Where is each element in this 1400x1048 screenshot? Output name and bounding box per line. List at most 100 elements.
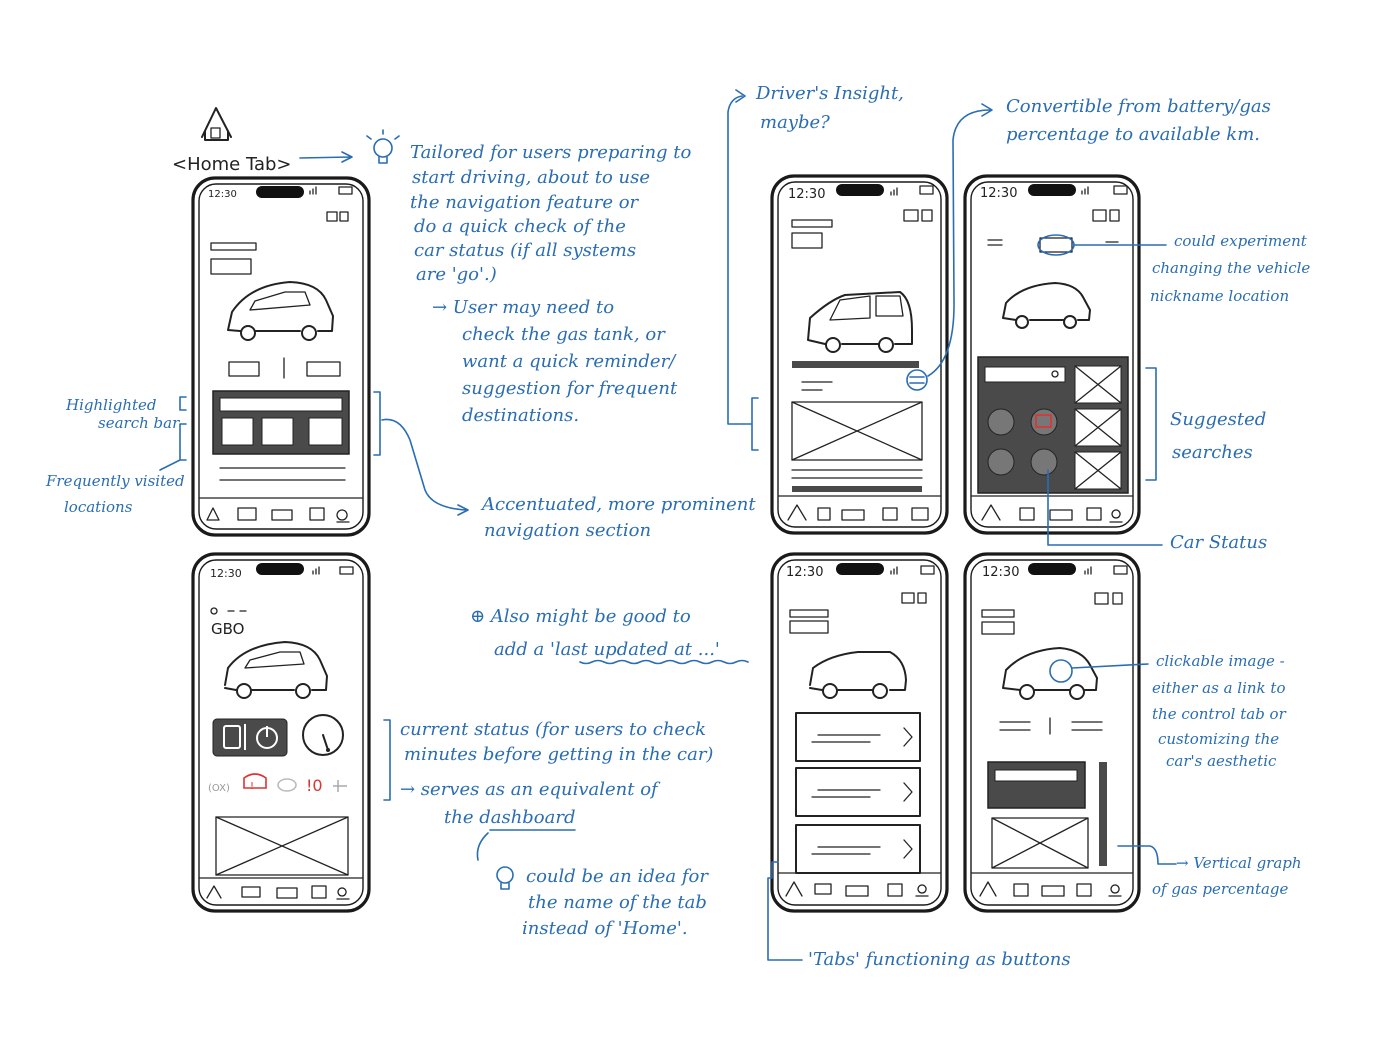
- note-line: Highlighted: [65, 396, 157, 414]
- battery-icon: [920, 565, 935, 575]
- note-line: → User may need to: [432, 297, 614, 318]
- note-line: locations: [64, 498, 133, 516]
- vehicle-nickname: GBO: [211, 620, 244, 638]
- note-line: the control tab or: [1152, 705, 1287, 723]
- status-time: 12:30: [980, 186, 1017, 201]
- tab-bar[interactable]: [199, 877, 363, 900]
- svg-text:Driver's Insight,maybe?: Driver's Insight,maybe?: [755, 83, 904, 133]
- car-illustration[interactable]: [1002, 647, 1098, 700]
- tab-bar[interactable]: [778, 495, 941, 521]
- image-placeholder: [215, 816, 349, 876]
- battery-icon: [338, 186, 353, 195]
- note-line: are 'go'.): [416, 264, 497, 285]
- gauge-icon: [302, 714, 344, 756]
- frequent-location-2[interactable]: [261, 417, 294, 446]
- status-icon-2[interactable]: [1030, 408, 1058, 436]
- svg-text:clickable image -either as a l: clickable image -either as a link tothe …: [1152, 652, 1287, 770]
- car-lock-icon: [1094, 592, 1123, 605]
- svg-text:!0: !0: [306, 776, 323, 795]
- phone-d: 12:30: [963, 174, 1141, 535]
- note-line: suggestion for frequent: [462, 378, 678, 399]
- gas-bar: [792, 361, 919, 368]
- navigation-section[interactable]: [212, 390, 350, 455]
- navigation-section[interactable]: [987, 761, 1086, 809]
- frequent-location-1[interactable]: [221, 417, 254, 446]
- frequent-location-3[interactable]: [308, 417, 343, 446]
- svg-text:!: !: [250, 781, 254, 792]
- tab-bar[interactable]: [778, 872, 941, 897]
- lightbulb-icon: [496, 866, 514, 890]
- note-line: start driving, about to use: [412, 167, 650, 188]
- tab-bar[interactable]: [971, 872, 1133, 897]
- car-illustration: [809, 651, 907, 699]
- status-icon-4[interactable]: [1030, 448, 1058, 476]
- note-line: Suggested: [1170, 409, 1266, 430]
- note-line: instead of 'Home'.: [522, 918, 688, 939]
- note-line: car status (if all systems: [414, 240, 636, 261]
- search-bar[interactable]: [219, 397, 343, 412]
- list-item[interactable]: [795, 767, 921, 817]
- phone-e: 12:30: [770, 552, 949, 913]
- suggested-searches-panel[interactable]: [977, 356, 1129, 494]
- battery-icon: [339, 566, 354, 575]
- car-lock-icon: [901, 592, 927, 604]
- note-line: could be an idea for: [526, 866, 709, 887]
- note-line: destinations.: [462, 405, 579, 426]
- note-line: percentage to available km.: [1006, 124, 1260, 145]
- signal-icon: [309, 186, 317, 195]
- weather-icon: [210, 607, 247, 615]
- car-illustration: [807, 291, 913, 353]
- status-icon-3[interactable]: [987, 448, 1015, 476]
- note-line: want a quick reminder/: [462, 351, 677, 372]
- note-line: could experiment: [1174, 232, 1308, 250]
- signal-icon: [890, 566, 898, 575]
- home-tab-label: <Home Tab>: [172, 154, 292, 175]
- note-line: changing the vehicle: [1152, 259, 1310, 277]
- phone-c: 12:30: [770, 174, 949, 535]
- signal-icon: [1084, 566, 1092, 575]
- signal-icon: [312, 566, 320, 575]
- signal-icon: [890, 187, 898, 196]
- note-line: do a quick check of the: [414, 216, 626, 237]
- convert-toggle-icon[interactable]: [906, 369, 928, 391]
- image-placeholder: [991, 817, 1089, 869]
- car-lock-icon: [1092, 209, 1120, 222]
- status-icon-1[interactable]: [987, 408, 1015, 436]
- note-line: Convertible from battery/gas: [1006, 96, 1271, 117]
- note-line: customizing the: [1158, 730, 1279, 748]
- search-bar[interactable]: [984, 366, 1066, 383]
- svg-text:(OX): (OX): [208, 783, 230, 794]
- status-time: 12:30: [210, 567, 242, 580]
- phone-f: 12:30: [963, 552, 1141, 913]
- lock-power-button[interactable]: [212, 718, 288, 757]
- note-line: the navigation feature or: [410, 192, 640, 213]
- note-line: the dashboard: [444, 807, 576, 828]
- list-item[interactable]: [795, 712, 921, 762]
- tab-bar[interactable]: [199, 497, 363, 523]
- car-lock-icon: [903, 209, 933, 222]
- battery-icon: [919, 185, 934, 195]
- svg-text:current status (for users to c: current status (for users to checkminute…: [400, 719, 713, 765]
- lightbulb-icon: [366, 129, 400, 164]
- note-line: Car Status: [1170, 532, 1267, 553]
- note-line: add a 'last updated at ...': [494, 639, 720, 660]
- status-time: 12:30: [982, 565, 1019, 580]
- note-line: maybe?: [760, 112, 830, 133]
- note-line: either as a link to: [1152, 679, 1285, 697]
- gas-vertical-graph: [1099, 762, 1107, 866]
- tab-bar[interactable]: [971, 495, 1133, 523]
- home-icon: [201, 107, 232, 141]
- vehicle-nickname[interactable]: [1039, 237, 1073, 253]
- car-illustration: [224, 641, 328, 699]
